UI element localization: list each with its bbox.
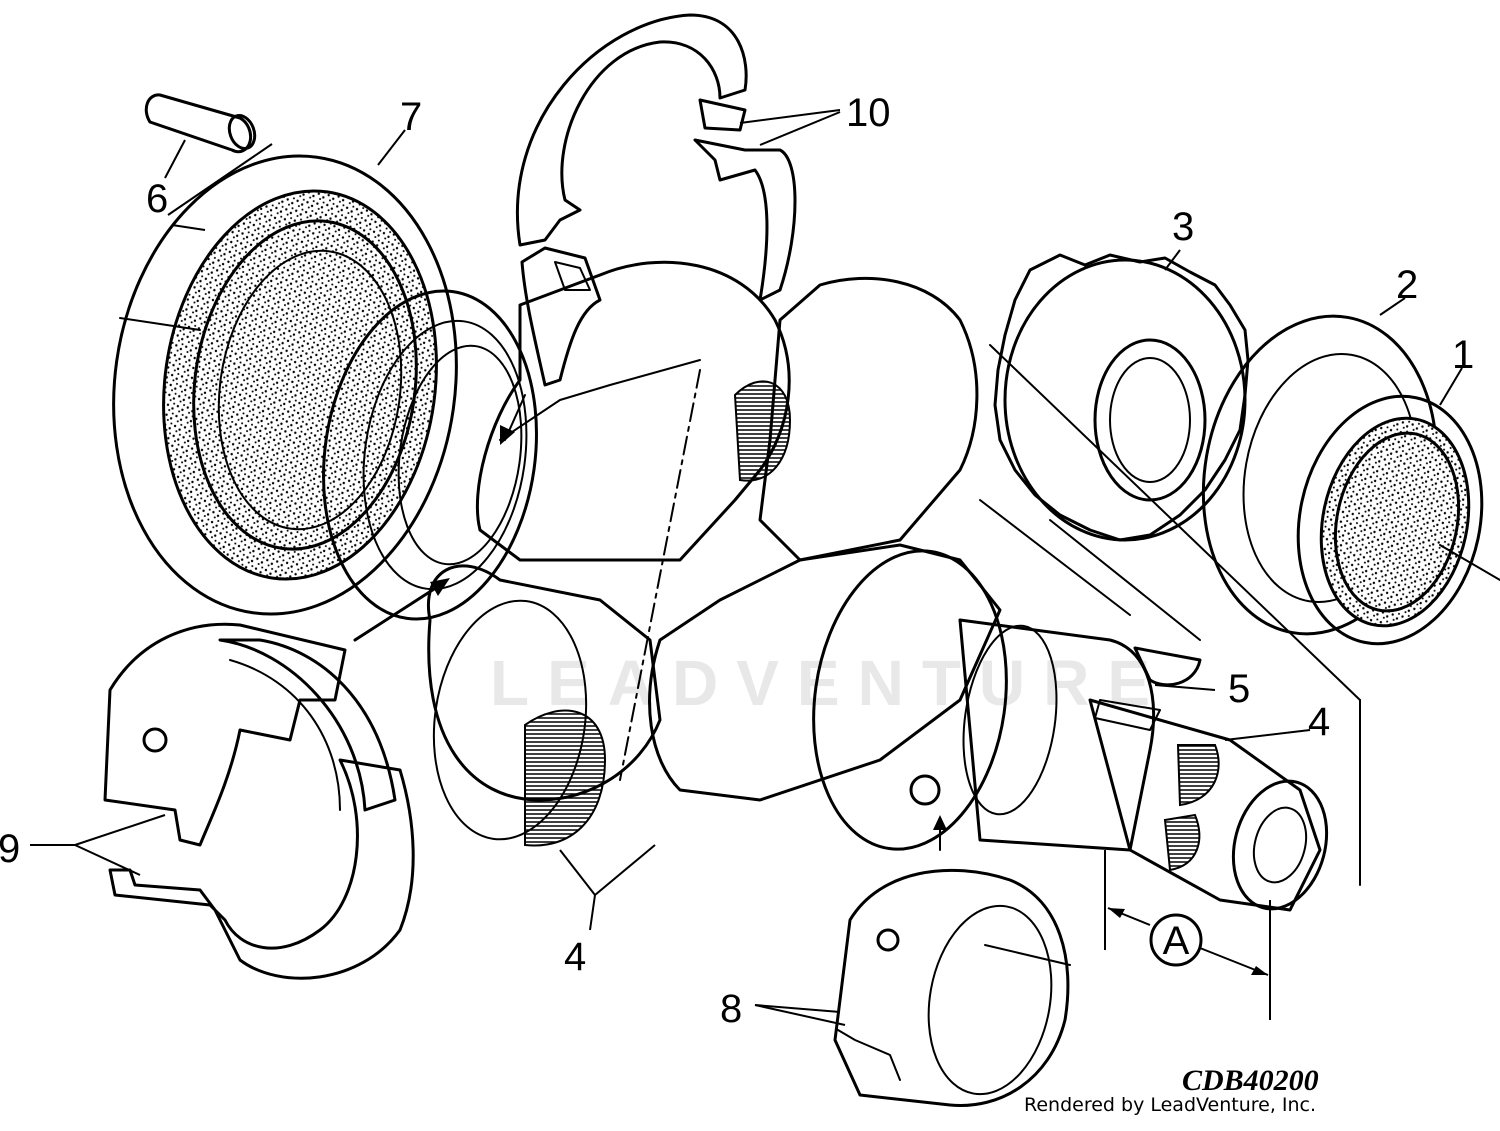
rear-main-bearing [103,622,415,980]
leader-lines [30,109,1463,1026]
callout-2: 2 [1396,263,1418,307]
front-main-bearing [833,868,1071,1108]
dimension-a-label: A [1163,919,1190,963]
callout-5: 5 [1228,667,1250,711]
dimension-a: A [1104,850,1271,1020]
thrust-washers [516,13,797,387]
construction-lines [979,344,1361,886]
wear-sleeve [1296,394,1500,646]
callout-6: 6 [146,177,168,221]
callout-8: 8 [720,987,742,1031]
woodruff-key [1094,646,1202,731]
callout-3: 3 [1172,205,1194,249]
watermark-text: LEADVENTURE [490,647,1168,719]
callout-9: 9 [0,827,20,871]
callout-numbers: 1 2 3 4 4 5 6 7 8 9 10 [0,91,1474,1031]
callout-4-nose: 4 [1308,700,1330,744]
crankshaft [322,260,1329,912]
render-credit: Rendered by LeadVenture, Inc. [1024,1094,1317,1116]
callout-7: 7 [400,95,422,139]
callout-10: 10 [846,91,891,135]
callout-1: 1 [1452,333,1474,377]
rear-oil-seal [112,154,458,616]
drawing-code: CDB40200 [1182,1064,1319,1097]
crankshaft-gear [993,253,1250,542]
dowel-pin [144,93,257,154]
callout-4-web: 4 [564,935,586,979]
